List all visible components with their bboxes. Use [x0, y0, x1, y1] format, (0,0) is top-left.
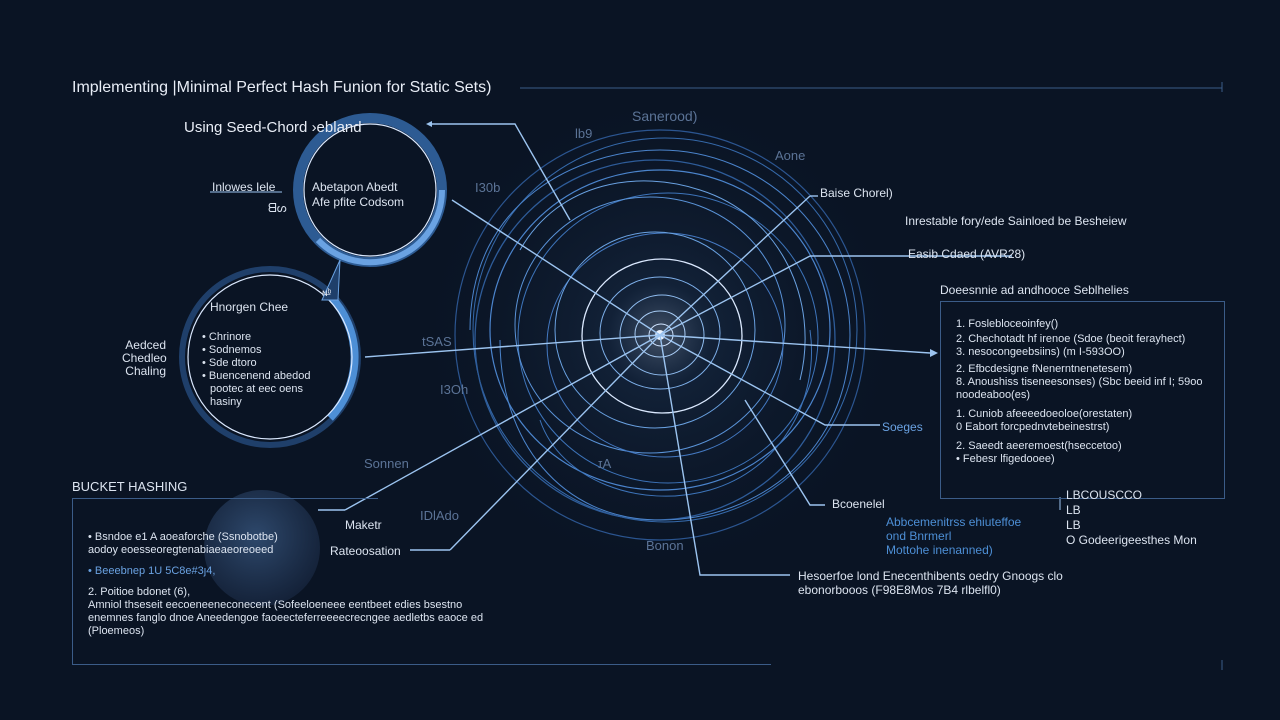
page-title: Implementing |Minimal Perfect Hash Funio… — [72, 79, 492, 96]
bottom-blue-text: Abbcemenitrss ehiuteffoe ond Bnrmerl Mot… — [886, 515, 1022, 557]
list-item: 1. Cuniob afeeeedoeoloe(orestaten) — [956, 408, 1133, 420]
list-item: • Sde dtoro — [202, 357, 257, 369]
center-label: Sonnen — [364, 456, 409, 471]
list-item: • Bsndoe e1 A aoeaforche (Ssnobotbe) — [88, 531, 278, 543]
hash-circle-list: • Chrinore • Sodnemos • Sde dtoro • Buen… — [202, 331, 310, 409]
list-item: 2. Poitioe bdonet (6), — [88, 586, 191, 598]
list-item: Amniol thseseit eecoeneeneconecent (Sofe… — [88, 599, 463, 611]
list-item: pootec at eec oens — [210, 383, 303, 395]
list-item: 2. Saeedt aeeremoest(hseccetoo) — [956, 440, 1122, 452]
right-panel-list: 1. Foslebloceoinfey() 2. Chechotadt hf i… — [956, 318, 1202, 466]
maketr-label: Maketr — [345, 518, 382, 532]
center-label: Aone — [775, 148, 806, 163]
inrestable-label: Inrestable fory/ede Sainloed be Besheiew — [905, 214, 1127, 228]
baise-chord-label: Baise Chorel) — [820, 186, 893, 200]
center-label: IDlAdo — [420, 508, 460, 523]
list-item: • Febesr lfigedooee) — [956, 453, 1055, 465]
bucket-panel — [72, 498, 771, 665]
bottom-footer-text: Hesoerfoe lond Enecenthibents oedry Gnoo… — [798, 569, 1063, 597]
list-item: hasiny — [210, 396, 242, 408]
bottom-right-list: LBCOUSCCO LB LB O Godeerigeesthes Mon — [1066, 488, 1197, 547]
list-item: • Chrinore — [202, 331, 252, 343]
list-item: 2. Efbcdesigne fNenerntnenetesem) — [956, 363, 1133, 375]
seed-inner-line1: Abetapon Abedt — [312, 180, 398, 194]
list-item: 3. nesocongeebsiins) (m I-593OO) — [956, 346, 1125, 358]
bucket-orb — [204, 490, 320, 606]
connectors — [318, 123, 1012, 576]
center-label: ɪA — [598, 456, 612, 471]
center-label: I3Oh — [440, 382, 469, 397]
list-item: (Ploemeos) — [88, 625, 145, 637]
bucket-top-rule — [72, 498, 378, 499]
rate-label: Rateoosation — [330, 544, 401, 558]
bottom-lead-label: Bcoenelel — [832, 497, 885, 511]
list-item: 2. Chechotadt hf irenoe (Sdoe (beoit fer… — [956, 333, 1186, 345]
center-label: tSAS — [422, 334, 452, 349]
list-item: 0 Eabort forcpednvtebeinestrst) — [956, 421, 1110, 433]
seed-inner-line2: Afe pfite Codsom — [312, 195, 405, 209]
seed-circle — [293, 113, 447, 267]
list-item: noodeaboo(es) — [956, 389, 1031, 401]
hash-circle — [179, 259, 361, 448]
list-item: • Sodnemos — [202, 344, 262, 356]
hash-arrow-label: ɴ̶ᵇ — [322, 288, 332, 299]
bucket-list: • Bsndoe e1 A aoeaforche (Ssnobotbe) aod… — [88, 531, 483, 638]
center-label-top: Sanerood) — [632, 108, 698, 124]
hash-side-label: Aedced Chedleo Chaling — [122, 338, 167, 378]
easib-label: Easib Cdaed (AVR28) — [908, 247, 1026, 261]
stage-label: Soeges — [882, 420, 923, 434]
bucket-title: BUCKET HASHING — [72, 479, 188, 494]
list-item: 1. Foslebloceoinfey() — [956, 318, 1059, 330]
center-label: Bonon — [646, 538, 684, 553]
list-item: • Beeebnep 1U 5C8e#3ȷ4, — [88, 565, 216, 577]
seed-left-label: Inlowes Iele — [212, 180, 276, 194]
right-panel-title: Doeesnnie ad andhooce Seblhelies — [940, 283, 1129, 297]
right-panel — [940, 301, 1225, 499]
subtitle: Using Seed-Chord ›ebland — [184, 119, 362, 136]
list-item: enemnes fanglo dnoe Aneedengoe faoeectef… — [88, 612, 484, 624]
list-item: 8. Anoushiss tiseneesonses) (Sbc beeid i… — [956, 376, 1203, 388]
hash-circle-title: Hnorgen Chee — [210, 300, 289, 314]
list-item: • Buencenend abedod — [202, 370, 311, 382]
list-item: aodoy eoesseoregtenabiaeaeoreoeed — [88, 544, 274, 556]
center-label: I30b — [475, 180, 501, 195]
seed-left-sub: ᗺᔕ — [268, 201, 287, 215]
center-label: lb9 — [575, 126, 593, 141]
